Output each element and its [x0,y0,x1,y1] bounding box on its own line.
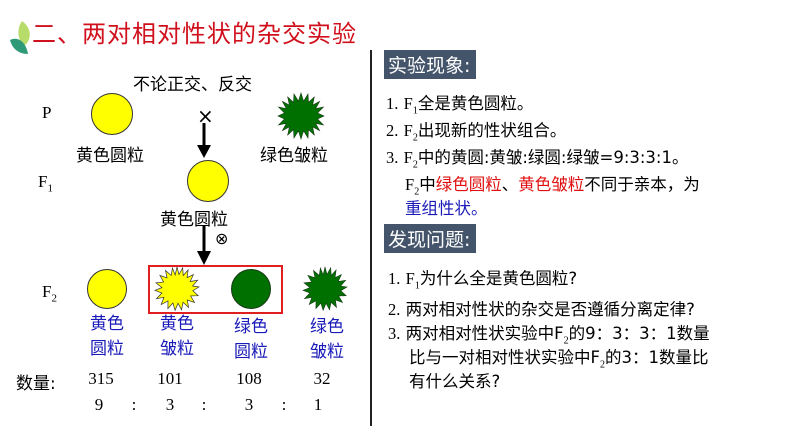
ratio-value: 1 [313,395,323,414]
cross-symbol: × [197,104,214,128]
parent-2-label: 绿色皱粒 [260,146,328,166]
observation-note: F2中绿色圆粒、黄色皱粒不同于亲本，为 [405,175,700,198]
question-item-cont: 有什么关系? [409,372,501,391]
green-round-seed-icon [231,269,271,309]
observations-header: 实验现象: [384,50,477,79]
generation-f2-label: F2 [42,282,57,305]
arrow-down-icon [197,226,211,265]
count-label: 数量: [16,374,56,394]
ratio-separator: : [281,395,287,414]
ratio-value: 3 [165,395,175,414]
parent-1-label: 黄色圆粒 [76,146,144,166]
f2-phenotype-label: 黄色圆粒 [90,314,124,359]
question-item: 2. 两对相对性状的杂交是否遵循分离定律? [388,300,695,319]
yellow-round-seed-icon [87,269,127,309]
question-item-cont: 比与一对相对性状实验中F2的3：1数量比 [409,348,709,371]
self-cross-symbol: ⊗ [215,229,229,248]
observation-note-cont: 重组性状。 [405,199,488,218]
observation-item: 1. F1全是黄色圆粒。 [386,94,534,117]
count-value: 108 [236,369,262,388]
f2-phenotype-label: 绿色皱粒 [310,317,344,362]
questions-header: 发现问题: [384,224,477,253]
page-title: 二、两对相对性状的杂交实验 [32,20,357,48]
recombinant-highlight-box [148,265,283,314]
arrow-down-icon [197,123,211,158]
green-wrinkled-seed-icon [277,92,325,140]
count-value: 315 [88,369,114,388]
question-item: 1. F1为什么全是黄色圆粒? [388,269,578,292]
ratio-separator: : [201,395,207,414]
leaf-icon [10,21,30,54]
vertical-divider [370,50,372,426]
count-value: 101 [157,369,183,388]
generation-f1-label: F1 [38,172,53,195]
f2-phenotype-label: 黄色皱粒 [160,314,194,359]
cross-note: 不论正交、反交 [133,75,252,95]
ratio-value: 3 [244,395,254,414]
ratio-separator: : [131,395,137,414]
count-value: 32 [313,369,331,388]
yellow-round-seed-icon [91,93,133,135]
f1-label: 黄色圆粒 [160,210,228,230]
yellow-round-seed-icon [187,160,229,202]
observation-item: 2. F2出现新的性状组合。 [386,121,567,144]
observation-item: 3. F2中的黄圆:黄皱:绿圆:绿皱=9:3:3:1。 [386,148,689,171]
green-wrinkled-seed-icon [302,266,348,312]
yellow-wrinkled-seed-icon [154,266,200,312]
question-item: 3. 两对相对性状实验中F2的9：3：3：1数量 [388,324,710,347]
generation-p-label: P [42,103,52,122]
f2-phenotype-label: 绿色圆粒 [234,317,268,362]
ratio-value: 9 [94,395,104,414]
